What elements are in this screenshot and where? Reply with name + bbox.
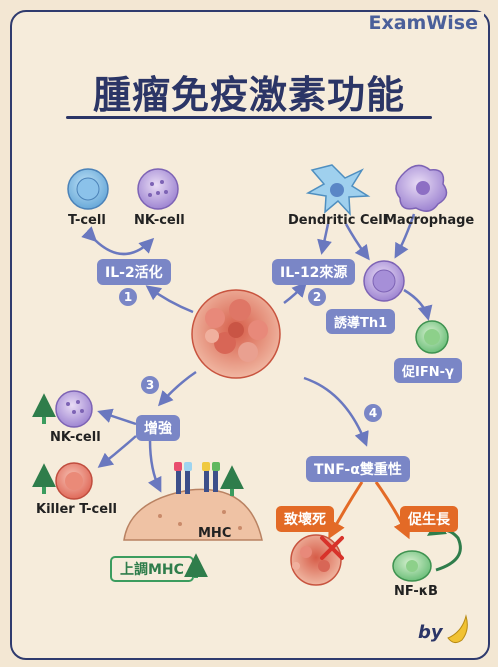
arrow-necrosis [328, 481, 364, 540]
cell-surface-icon [123, 488, 263, 541]
pill-tnf: TNF-α雙重性 [306, 456, 410, 482]
page-title: 腫瘤免疫激素功能 [92, 73, 405, 117]
dendritic-cell-icon [305, 164, 371, 217]
close-icon [320, 536, 344, 560]
growth-loop-arrow [426, 518, 462, 572]
nk-cell-icon [137, 168, 179, 210]
t-cell-label: T-cell [68, 213, 106, 228]
mhc-receptor-icon [174, 462, 220, 494]
nfkb-cell-icon [392, 550, 432, 582]
step-3-badge: 3 [141, 376, 159, 394]
pill-induce-th1: 誘導Th1 [326, 309, 396, 334]
pill-il2: IL-2活化 [97, 259, 171, 285]
arrow-mac-th1 [394, 213, 416, 259]
arrow-enhance-nk [97, 408, 137, 426]
brand-logo: ExamWise [362, 12, 484, 34]
killer-t-cell-label: Killer T-cell [36, 502, 117, 517]
footer-by: by [418, 622, 443, 643]
macrophage-icon [395, 164, 448, 212]
macrophage-label: Macrophage [384, 213, 475, 228]
step-4-badge: 4 [364, 404, 382, 422]
arrow-step1 [145, 285, 194, 314]
step-2-badge: 2 [308, 288, 326, 306]
nk-cell-left-icon [55, 390, 93, 428]
necrotic-tumor-icon [290, 534, 342, 586]
nfkb-label: NF-κB [394, 584, 438, 599]
arrow-dc-il12 [317, 223, 332, 255]
dendritic-cell-label: Dendritic Cell [288, 213, 388, 228]
pill-ifn: 促IFN-γ [394, 358, 462, 383]
t-cell-icon [67, 168, 109, 210]
arrow-enhance-killer [97, 435, 137, 468]
th1-cell-icon [363, 260, 405, 302]
arrow-th1-ifn [403, 288, 433, 321]
upregulate-mhc-tag: 上調MHC [110, 556, 194, 582]
step-1-badge: 1 [119, 288, 137, 306]
arrow-step4 [303, 376, 369, 447]
tumor-icon [191, 289, 281, 379]
arrow-step2 [283, 281, 308, 304]
arrow-step3 [157, 370, 197, 407]
pill-enhance: 增強 [136, 415, 180, 441]
ifn-cell-icon [415, 320, 449, 354]
title-underline [66, 116, 432, 119]
nk-cell-left-label: NK-cell [50, 430, 101, 445]
killer-t-cell-icon [55, 462, 93, 500]
banana-icon [447, 614, 468, 644]
mhc-label: MHC [198, 526, 232, 541]
nk-cell-label: NK-cell [134, 213, 185, 228]
arrow-enhance-mhc [147, 439, 162, 493]
activation-arrow [81, 226, 155, 256]
arrow-dc-th1 [344, 223, 370, 261]
pill-il12: IL-12來源 [272, 259, 356, 285]
necrosis-tag: 致壞死 [276, 506, 334, 532]
growth-tag: 促生長 [400, 506, 458, 532]
